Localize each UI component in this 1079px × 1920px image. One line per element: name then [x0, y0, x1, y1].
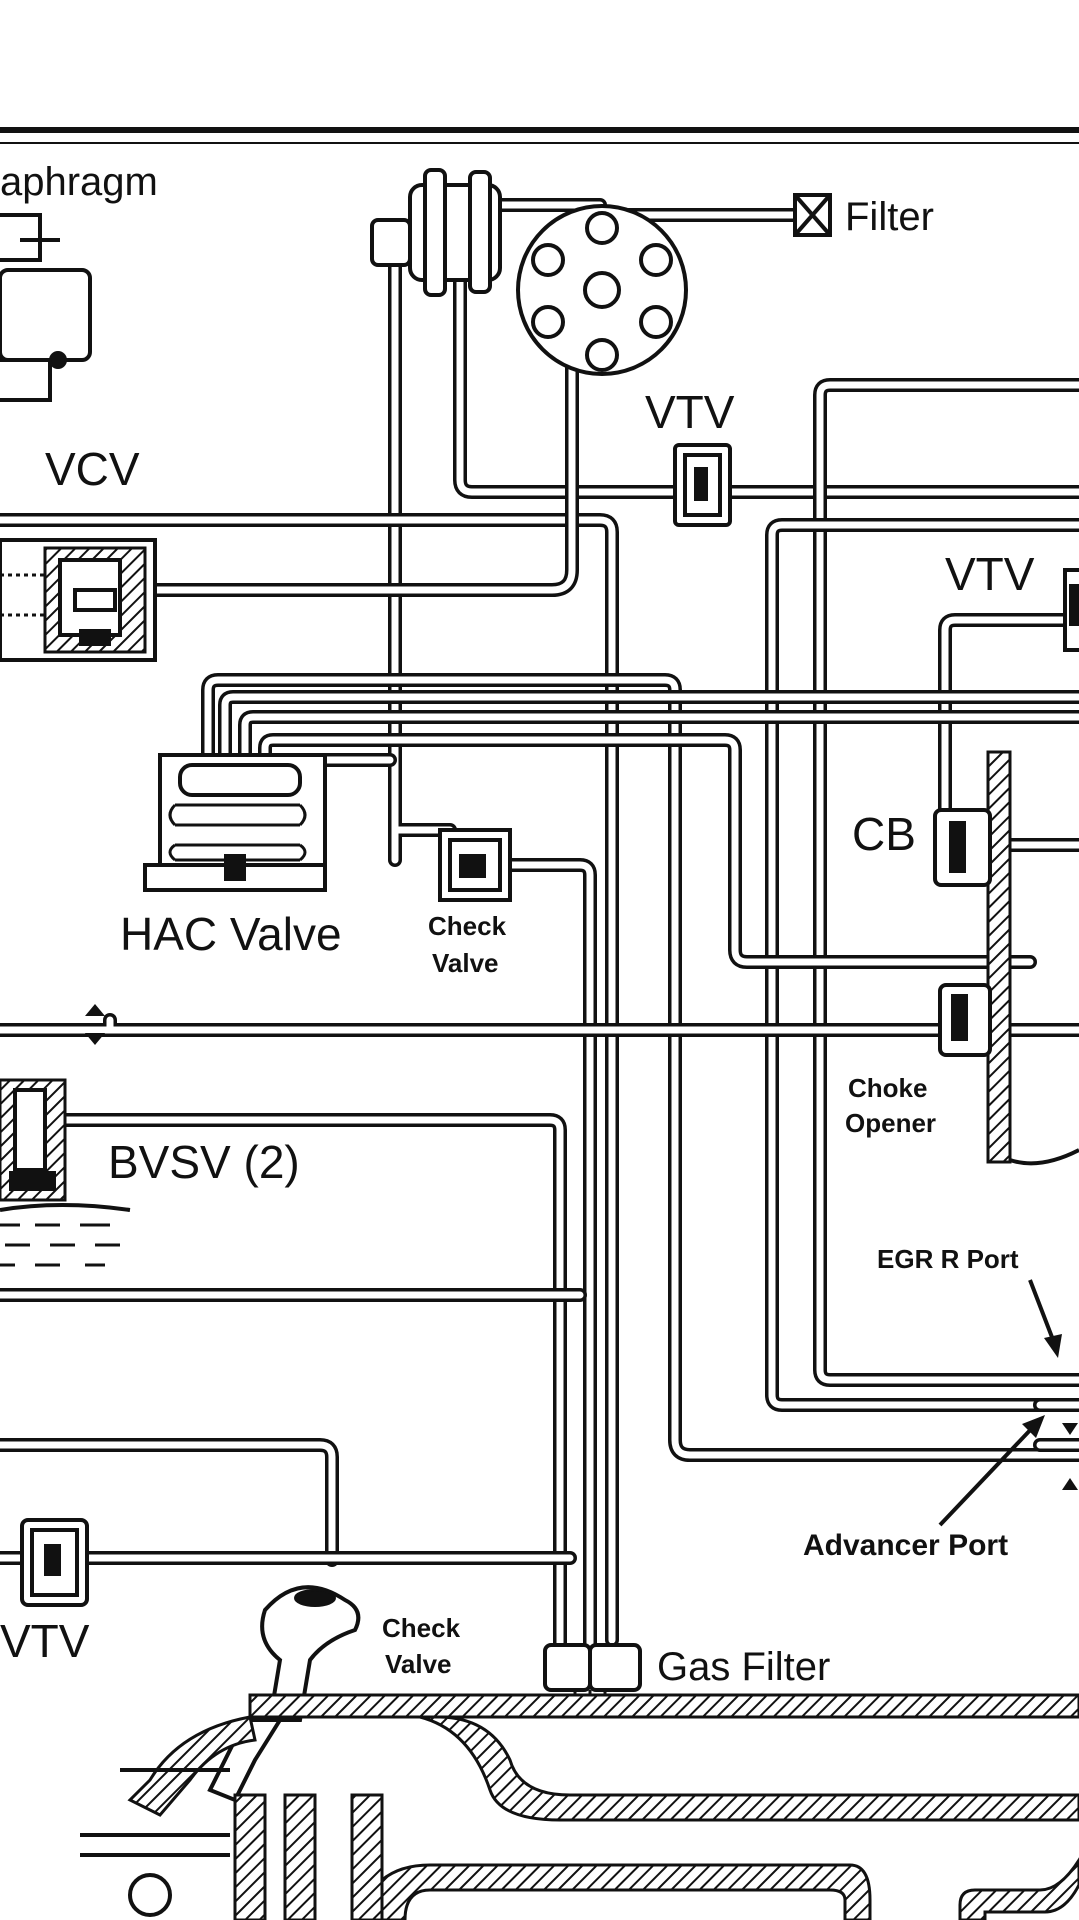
label-choke-opener-2: Opener — [845, 1108, 936, 1138]
advancer-port-arrow — [938, 1415, 1078, 1527]
label-choke-opener-1: Choke — [848, 1073, 927, 1103]
advancer-diaphragm — [370, 168, 502, 297]
check-valve-upper — [438, 828, 512, 902]
top-border — [0, 127, 1079, 144]
bvsv-valve — [0, 1004, 131, 1267]
hac-valve — [143, 753, 327, 892]
label-vtv-right: VTV — [945, 548, 1035, 600]
label-hac-valve: HAC Valve — [120, 908, 342, 960]
label-vcv: VCV — [45, 443, 140, 495]
vacuum-hoses — [0, 198, 1079, 1657]
label-vtv-top: VTV — [645, 386, 735, 438]
vcv-valve — [0, 538, 157, 662]
intake-manifold — [80, 1693, 1079, 1920]
labels: aphragm Filter VCV VTV VTV CB HAC Valve … — [0, 160, 1035, 1689]
label-gas-filter: Gas Filter — [657, 1645, 830, 1689]
vtv-right-valve — [1063, 568, 1079, 652]
carburetor-body — [933, 750, 1079, 1166]
label-diaphragm: aphragm — [0, 160, 158, 204]
label-check-valve-upper-1: Check — [428, 911, 507, 941]
vtv-bottom-valve — [20, 1518, 89, 1607]
check-valve-lower — [207, 1585, 361, 1803]
egr-r-port-arrow — [1028, 1279, 1062, 1358]
label-check-valve-lower-1: Check — [382, 1613, 461, 1643]
label-check-valve-upper-2: Valve — [432, 948, 499, 978]
label-advancer-port: Advancer Port — [803, 1529, 1008, 1562]
label-bvsv: BVSV (2) — [108, 1136, 300, 1188]
label-check-valve-lower-2: Valve — [385, 1649, 452, 1679]
label-egr-r-port: EGR R Port — [877, 1244, 1019, 1274]
label-filter: Filter — [845, 195, 934, 239]
filter-component — [793, 193, 832, 237]
diaphragm-component — [0, 213, 92, 402]
label-cb: CB — [852, 808, 916, 860]
vtv-top-valve — [673, 443, 732, 527]
label-vtv-bottom: VTV — [0, 1615, 90, 1667]
distributor-cap — [516, 204, 688, 376]
gas-filter — [543, 1643, 642, 1705]
